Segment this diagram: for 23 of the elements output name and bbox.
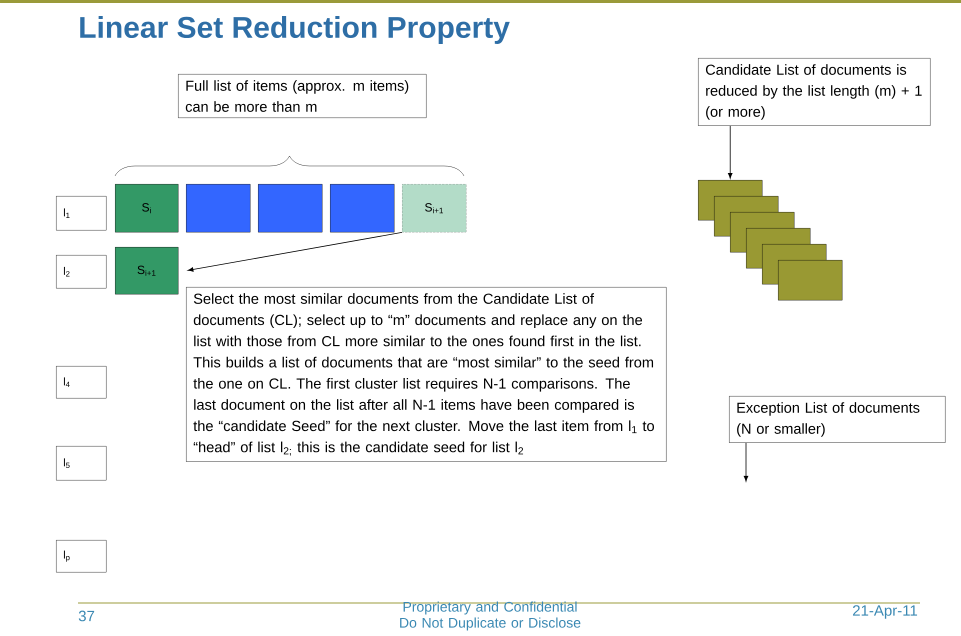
description-box: Select the most similar documents from the Candidate List of documents (CL); select up to “m” documents and replace any on the list with those from CL more similar to the ones found first in the list. This builds a list of documents that are “most similar” to the seed from the one on CL. The first cluster list requires N-1 comparisons. The last document on the list after all N-1 items have been compared is the “candidate Seed” for the next cluster. Move the last item from l$_{1}$ to “head” of list l$_{2;}$ this is the candidate seed for list l$_{2}$ bbox=[186, 286, 666, 462]
note-box: Exception List of documents (N or smaller) bbox=[729, 396, 946, 443]
list-label: l$_{5}$ bbox=[56, 446, 106, 480]
list-label: l$_{4}$ bbox=[56, 366, 106, 398]
seed-box: S$_{i+1}$ bbox=[115, 246, 178, 294]
slide-title: Linear Set Reduction Property bbox=[80, 16, 510, 44]
item-box bbox=[258, 184, 322, 232]
arrow bbox=[728, 126, 732, 179]
date: 21-Apr-11 bbox=[852, 605, 918, 619]
item-box bbox=[330, 184, 394, 232]
arrow bbox=[744, 442, 748, 482]
note-box: Candidate List of documents is reduced by the list length (m) + 1 (or more) bbox=[698, 58, 930, 126]
list-label: l$_{p}$ bbox=[56, 540, 106, 572]
seed-box: S$_{i+1}$ bbox=[402, 184, 466, 232]
list-label: l$_{2}$ bbox=[56, 254, 106, 288]
page-number: 37 bbox=[78, 610, 94, 622]
footer-text: Proprietary and Confidential Do Not Duplicate or Disclose bbox=[400, 601, 580, 630]
seed-box: S$_{i}$ bbox=[115, 184, 178, 232]
arrow bbox=[188, 232, 402, 272]
note-box: Full list of items (approx. m items) can be more than m bbox=[178, 74, 426, 118]
item-box bbox=[186, 184, 250, 232]
list-label: l$_{1}$ bbox=[56, 196, 106, 230]
document-box bbox=[778, 260, 842, 300]
